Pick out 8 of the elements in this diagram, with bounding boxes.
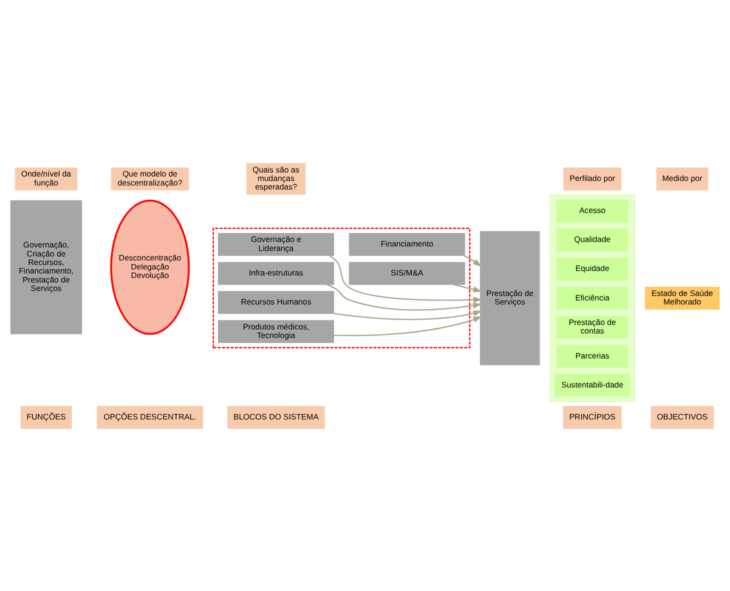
arrow — [334, 316, 482, 336]
cluster — [212, 227, 470, 348]
arrow — [453, 283, 482, 292]
arrow — [326, 284, 482, 310]
arrow — [329, 254, 482, 302]
arrow — [334, 310, 482, 320]
arrow — [463, 254, 482, 266]
cluster — [550, 194, 635, 402]
